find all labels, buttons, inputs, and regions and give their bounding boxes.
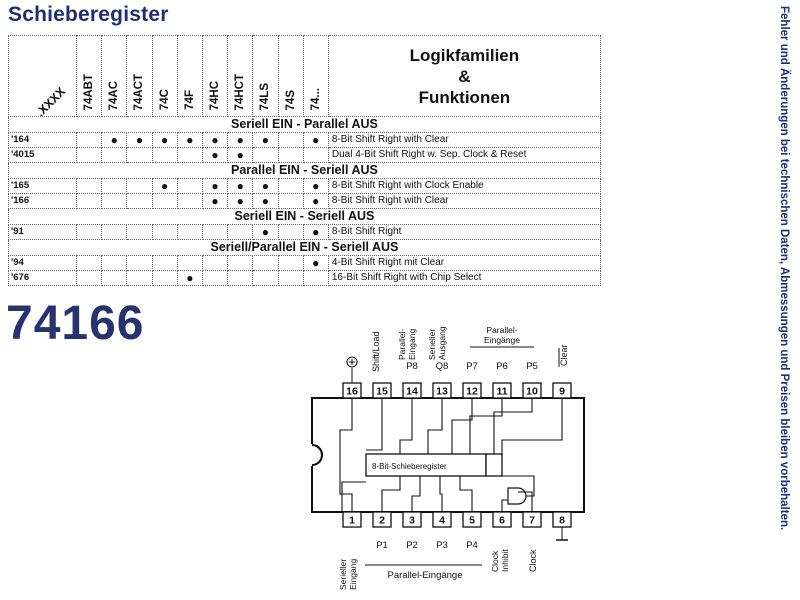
label-p8: P8 bbox=[406, 361, 418, 372]
label-clock-inhibit: Inhibit bbox=[500, 549, 510, 572]
wire bbox=[469, 398, 503, 454]
function-description: 16-Bit Shift Right with Chip Select bbox=[327, 270, 601, 286]
availability-dot: ● bbox=[302, 255, 329, 271]
pin-number: 16 bbox=[346, 386, 358, 398]
part-number: 74166 bbox=[6, 297, 145, 350]
wire bbox=[518, 491, 533, 512]
pin-number: 2 bbox=[379, 515, 385, 527]
label-p2: P2 bbox=[406, 540, 418, 551]
side-note: Fehler und Änderungen bei technischen Da… bbox=[778, 6, 790, 531]
wire bbox=[341, 481, 366, 512]
label-p1: P1 bbox=[376, 540, 388, 551]
label-p3: P3 bbox=[436, 540, 448, 551]
function-header: Logikfamilien&Funktionen bbox=[327, 35, 601, 117]
pin-number: 1 bbox=[349, 515, 355, 527]
wire bbox=[501, 398, 563, 458]
table-row: '676●16-Bit Shift Right with Chip Select bbox=[8, 270, 601, 286]
function-header-line: Funktionen bbox=[418, 87, 511, 107]
label-parallel-inputs: Parallel- bbox=[486, 325, 517, 335]
chip-label: 8-Bit-Schieberegister bbox=[372, 462, 447, 471]
pin-number: 9 bbox=[559, 386, 565, 398]
pin-number: 6 bbox=[499, 515, 505, 527]
family-header-74abt: 74ABT bbox=[75, 35, 103, 117]
function-header-line: & bbox=[458, 66, 471, 86]
pin-number: 4 bbox=[439, 515, 445, 527]
pin-number: 3 bbox=[409, 515, 415, 527]
pin-number: 15 bbox=[376, 386, 388, 398]
label-p6: P6 bbox=[496, 361, 508, 372]
label-clear: Clear bbox=[559, 344, 569, 366]
pin-number: 5 bbox=[469, 515, 475, 527]
label-shift-load: Shift/Load bbox=[371, 331, 381, 372]
table-row: '164●●●●●●●●8-Bit Shift Right with Clear bbox=[8, 132, 601, 148]
section-row: Seriell/Parallel EIN - Seriell AUS bbox=[8, 239, 601, 256]
wire bbox=[427, 398, 443, 454]
table-row: '94●4-Bit Shift Right mit Clear bbox=[8, 255, 601, 271]
function-header-line: Logikfamilien bbox=[409, 45, 520, 65]
wire bbox=[399, 398, 413, 454]
register-box-end bbox=[485, 453, 503, 477]
empty-cell bbox=[302, 270, 329, 286]
family-header-74act: 74ACT bbox=[126, 35, 153, 117]
label-p7: P7 bbox=[466, 361, 478, 372]
wire bbox=[439, 476, 443, 512]
section-title: Seriell/Parallel EIN - Seriell AUS bbox=[8, 239, 601, 256]
wire bbox=[493, 398, 533, 454]
label-parallel-input: Eingang bbox=[407, 329, 417, 360]
label-serial-output: Ausgang bbox=[437, 326, 447, 360]
label-clock-inhibit: Clock bbox=[490, 550, 500, 572]
wire bbox=[411, 476, 421, 512]
wire bbox=[502, 475, 535, 497]
wire bbox=[501, 499, 508, 512]
pin-number: 13 bbox=[436, 386, 448, 398]
label-p5: P5 bbox=[526, 361, 538, 372]
corner-header: 74...XXXX bbox=[8, 35, 77, 117]
label-q8: Q8 bbox=[436, 361, 449, 372]
label-p4: P4 bbox=[466, 540, 478, 551]
pin-number: 7 bbox=[529, 515, 535, 527]
wire bbox=[459, 476, 473, 512]
device-code: '676 bbox=[8, 270, 77, 286]
table-row: '91●●8-Bit Shift Right bbox=[8, 224, 601, 240]
pin-number: 11 bbox=[496, 386, 507, 398]
and-gate bbox=[507, 487, 527, 505]
label-parallel-inputs-bottom: Parallel-Eingänge bbox=[388, 570, 463, 581]
label-serial-output: Serieller bbox=[427, 329, 437, 360]
wire bbox=[366, 398, 383, 451]
table-row: '4015●●Dual 4-Bit Shift Right w. Sep. Cl… bbox=[8, 147, 601, 163]
label-parallel-input: Parallel- bbox=[397, 329, 407, 360]
family-header-74hct: 74HCT bbox=[227, 35, 254, 117]
label-serial-input: Eingang bbox=[348, 559, 358, 590]
ic-notch-mask bbox=[311, 444, 315, 466]
ic-notch-arc bbox=[311, 444, 323, 466]
table-row: '166●●●●8-Bit Shift Right with Clear bbox=[8, 193, 601, 209]
pin-number: 10 bbox=[526, 386, 538, 398]
wire bbox=[339, 398, 353, 512]
wire bbox=[381, 476, 401, 512]
label-parallel-inputs: Eingänge bbox=[484, 335, 520, 345]
label-clock: Clock bbox=[528, 549, 538, 572]
family-header-74f: 74F bbox=[176, 35, 203, 117]
wire bbox=[451, 398, 473, 454]
label-serial-input: Serieller bbox=[338, 559, 348, 590]
pin-number: 12 bbox=[466, 386, 478, 398]
page-title: Schieberegister bbox=[8, 3, 169, 26]
pin-number: 14 bbox=[406, 386, 418, 398]
pin-number: 8 bbox=[559, 515, 565, 527]
